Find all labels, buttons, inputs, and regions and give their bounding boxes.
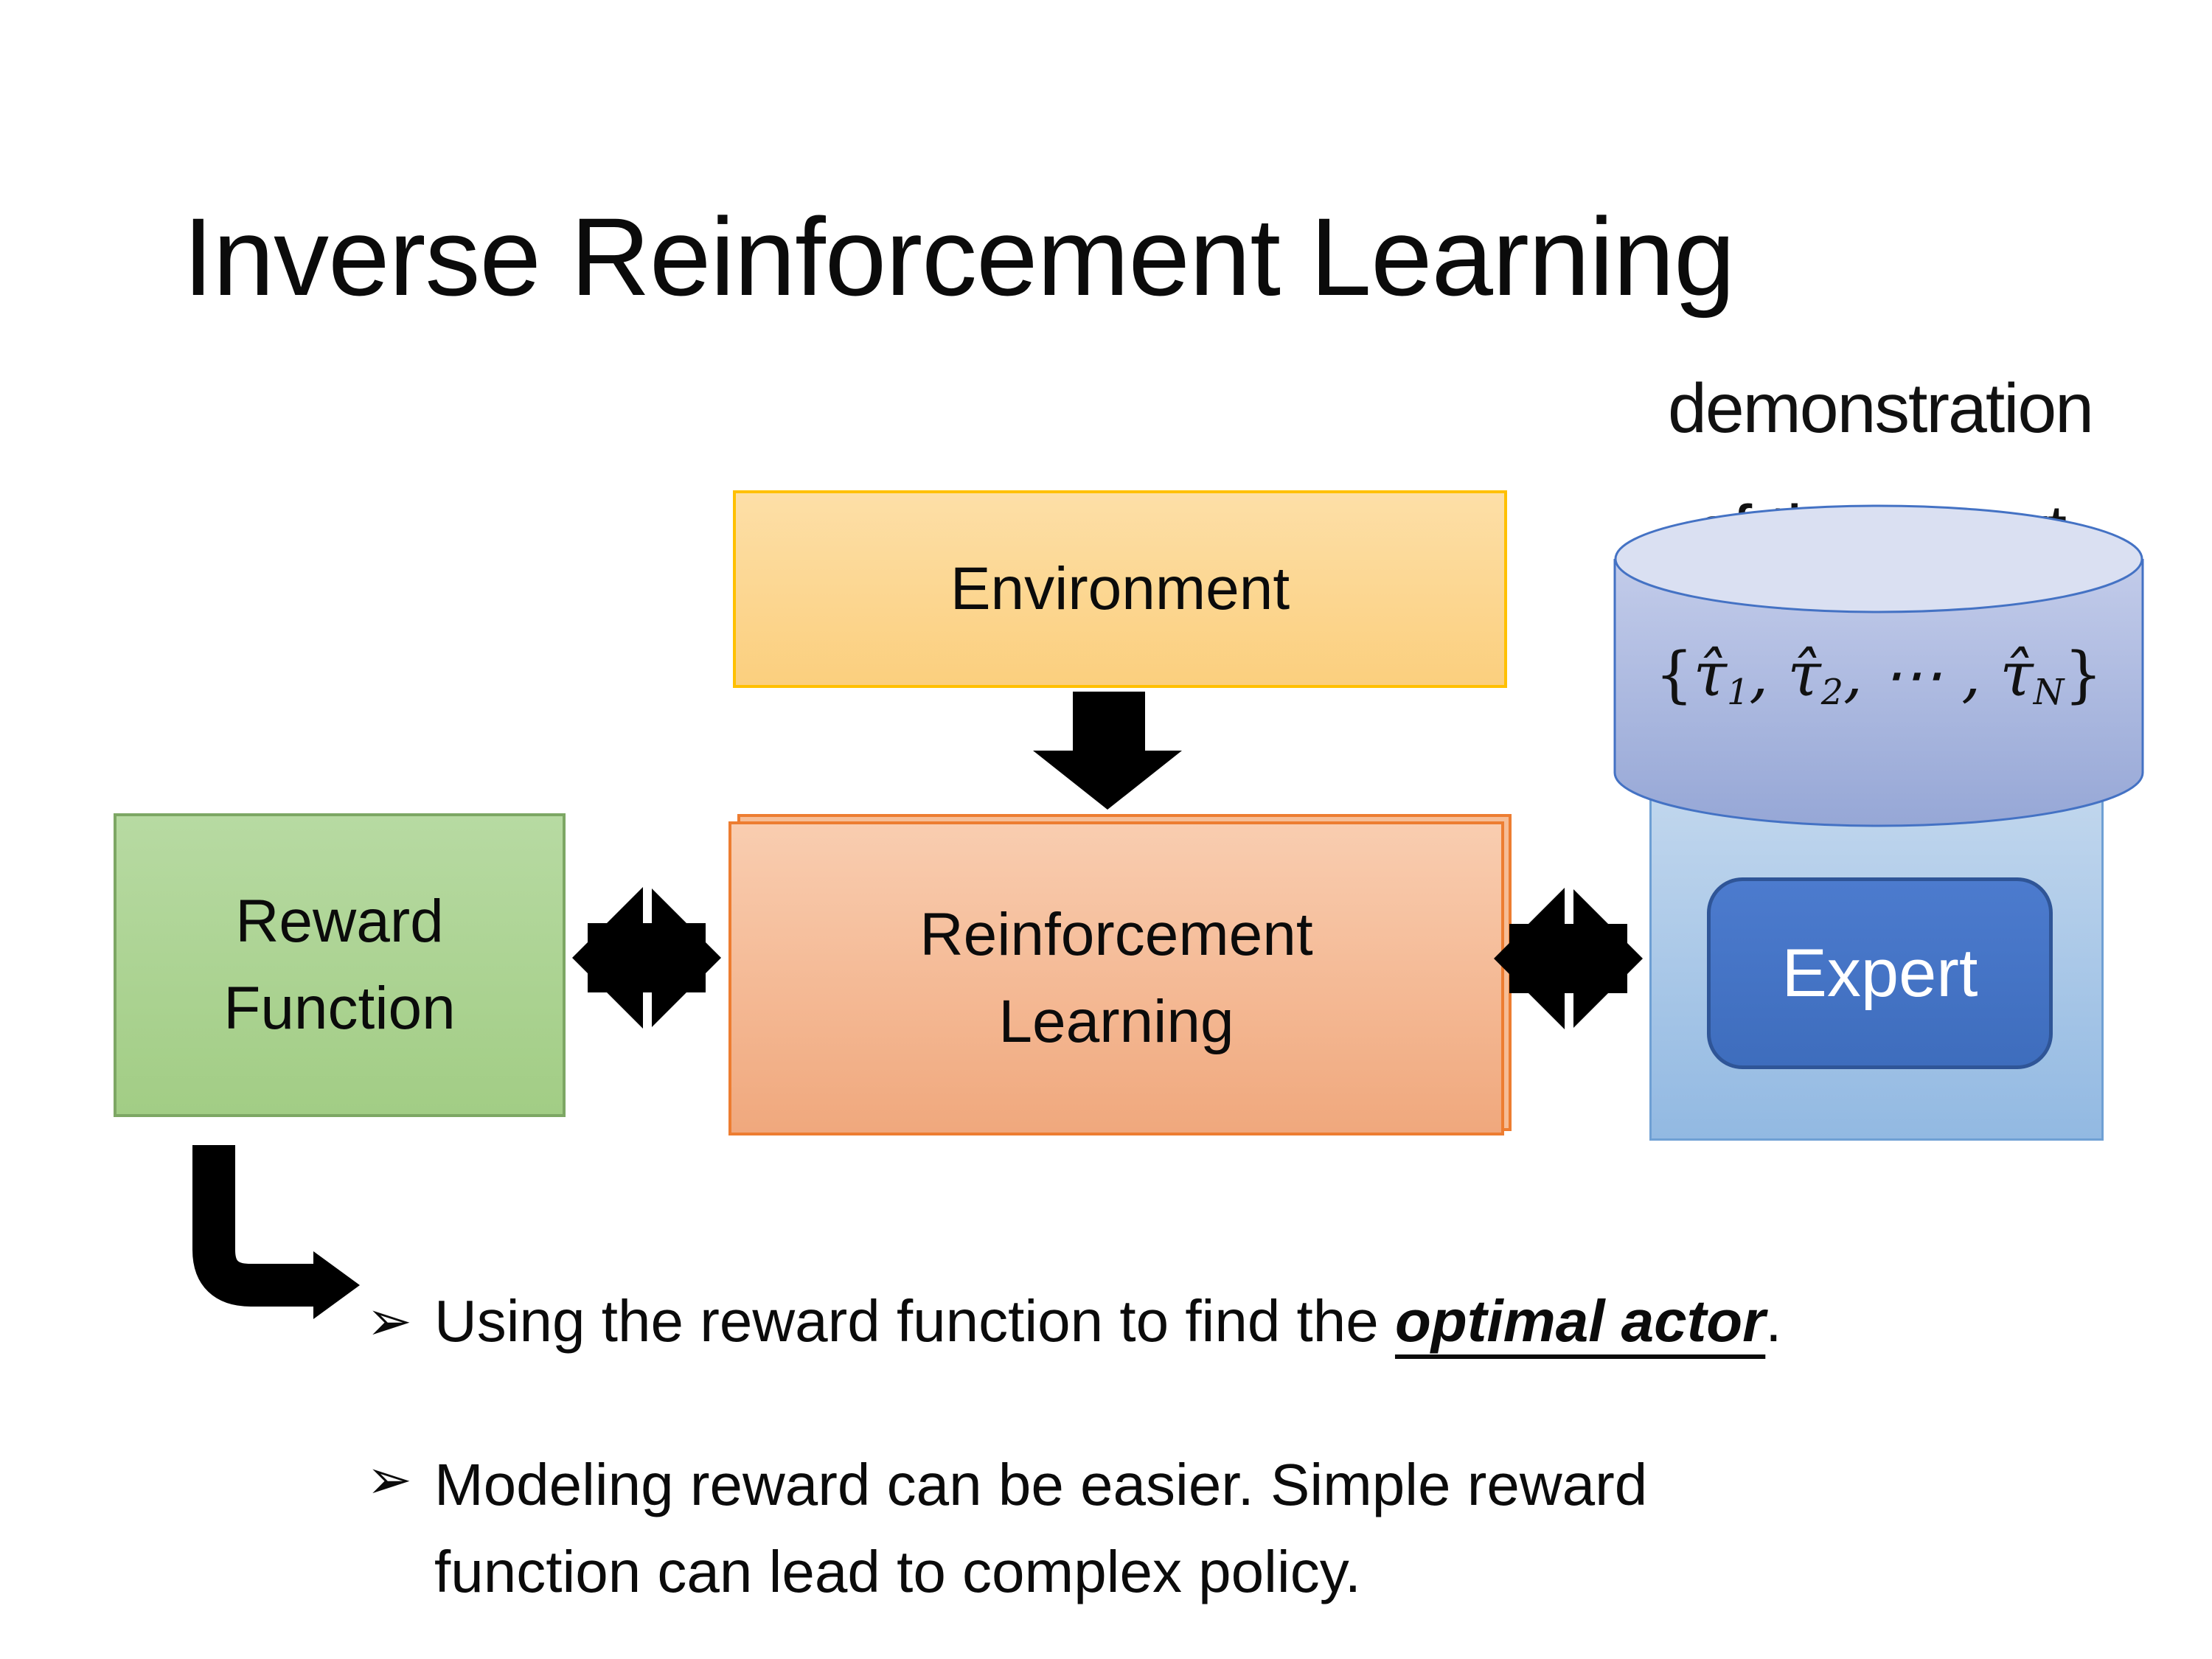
environment-label: Environment [950, 555, 1290, 622]
bullet-1-prefix: Using the reward function to find the [434, 1288, 1395, 1354]
bullet-item-2: ➢ Modeling reward can be easier. Simple … [366, 1441, 1647, 1615]
formula-sub-1: 1 [1727, 672, 1750, 714]
cylinder-top [1614, 504, 2143, 613]
double-arrow-connector-right-icon [1494, 884, 1643, 1033]
formula-tau-n: τ̂ [2000, 640, 2034, 710]
reward-function-label-line1: Reward [235, 888, 444, 955]
formula-open-brace: { [1655, 640, 1694, 710]
reward-function-label: Reward Function [223, 878, 456, 1052]
reinforcement-learning-label-line2: Learning [998, 988, 1234, 1055]
trajectory-set-formula: {τ̂1, τ̂2, ⋯ , τ̂N} [1613, 640, 2144, 713]
reinforcement-learning-label: Reinforcement Learning [919, 891, 1312, 1065]
formula-sep-2: , [1843, 640, 1882, 710]
formula-sep-1: , [1749, 640, 1788, 710]
bullet-2-line1: Modeling reward can be easier. Simple re… [434, 1452, 1648, 1517]
demonstration-database-cylinder-icon [1613, 504, 2144, 827]
bullet-item-1-text: Using the reward function to find the op… [434, 1283, 1782, 1360]
cylinder-body [1613, 559, 2144, 827]
slide-title: Inverse Reinforcement Learning [183, 195, 1735, 319]
formula-close-brace: } [2064, 640, 2103, 710]
bullet-arrow-icon: ➢ [366, 1290, 413, 1352]
reward-function-box: Reward Function [114, 813, 566, 1117]
formula-sub-2: 2 [1820, 672, 1844, 714]
bullet-item-1: ➢ Using the reward function to find the … [366, 1283, 1782, 1360]
environment-box: Environment [733, 490, 1507, 688]
reward-function-label-line2: Function [223, 975, 456, 1042]
double-arrow-connector-left-icon [572, 883, 721, 1032]
formula-tau-2: τ̂ [1787, 640, 1821, 710]
reinforcement-learning-label-line1: Reinforcement [919, 901, 1313, 968]
down-arrow-icon [1033, 692, 1182, 810]
bullet-2-line2: function can lead to complex policy. [434, 1539, 1361, 1604]
formula-sep-3: , [1942, 640, 2000, 710]
bullet-1-highlight: optimal actor [1394, 1288, 1766, 1354]
bullet-arrow-icon: ➢ [366, 1449, 413, 1510]
reinforcement-learning-box: Reinforcement Learning [728, 821, 1504, 1135]
demonstration-caption-line1: demonstration [1667, 369, 2094, 448]
expert-box: Expert [1707, 877, 2053, 1069]
bullet-1-suffix: . [1765, 1288, 1782, 1354]
elbow-arrow-icon [192, 1145, 360, 1319]
expert-label: Expert [1781, 935, 1978, 1011]
formula-sub-n: N [2033, 672, 2065, 714]
formula-ellipsis: ⋯ [1882, 640, 1943, 710]
formula-tau-1: τ̂ [1693, 640, 1727, 710]
bullet-item-2-text: Modeling reward can be easier. Simple re… [434, 1441, 1647, 1615]
